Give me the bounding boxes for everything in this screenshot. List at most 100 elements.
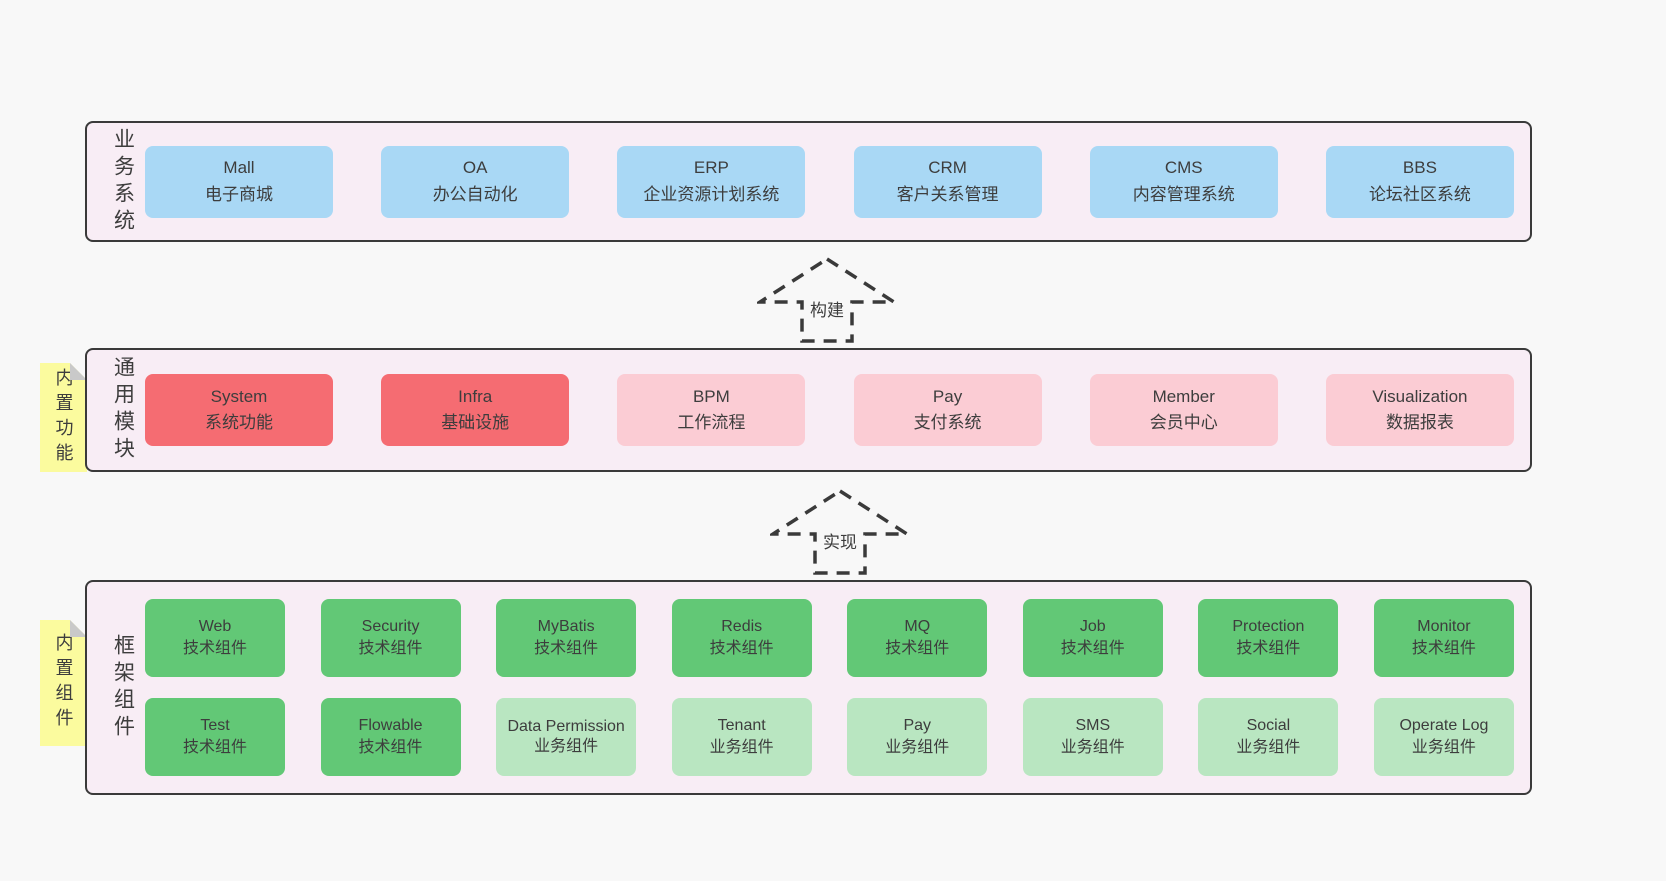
business-box-row: Mall 电子商城 OA 办公自动化 ERP 企业资源计划系统 CRM 客户关系… bbox=[145, 145, 1514, 218]
sticky-label: 内置组件 bbox=[53, 633, 74, 733]
box-name: System bbox=[210, 386, 268, 406]
common-box-pay: Pay 支付系统 bbox=[853, 374, 1042, 446]
framework-box-job: Job 技术组件 bbox=[1022, 599, 1163, 677]
box-desc: 办公自动化 bbox=[432, 184, 518, 204]
box-name: MQ bbox=[904, 617, 931, 635]
framework-box-security: Security 技术组件 bbox=[320, 599, 461, 677]
box-desc: 技术组件 bbox=[182, 739, 247, 756]
box-desc: 技术组件 bbox=[182, 640, 247, 657]
business-panel-label: 业务系统 bbox=[111, 127, 135, 236]
box-name: Test bbox=[200, 716, 230, 734]
box-name: Social bbox=[1246, 716, 1291, 734]
common-modules-panel: 通用模块 System 系统功能 Infra 基础设施 BPM 工作流程 Pay… bbox=[85, 348, 1532, 472]
business-box-cms: CMS 内容管理系统 bbox=[1089, 145, 1278, 218]
common-box-row: System 系统功能 Infra 基础设施 BPM 工作流程 Pay 支付系统… bbox=[145, 374, 1514, 446]
sticky-label: 内置功能 bbox=[53, 367, 74, 468]
box-desc: 论坛社区系统 bbox=[1368, 184, 1471, 204]
framework-box-redis: Redis 技术组件 bbox=[671, 599, 812, 677]
framework-box-data-permission: Data Permission 业务组件 bbox=[496, 698, 637, 776]
box-name: Mall bbox=[223, 158, 255, 178]
implement-arrow-icon: 实现 bbox=[770, 488, 910, 576]
box-name: Data Permission bbox=[507, 718, 625, 735]
box-name: OA bbox=[462, 158, 488, 178]
framework-box-row-2: Test 技术组件 Flowable 技术组件 Data Permission … bbox=[145, 698, 1514, 776]
framework-rows: Web 技术组件 Security 技术组件 MyBatis 技术组件 Redi… bbox=[145, 599, 1514, 776]
box-name: CRM bbox=[928, 158, 967, 178]
framework-box-flowable: Flowable 技术组件 bbox=[320, 698, 461, 776]
box-name: BBS bbox=[1402, 158, 1437, 178]
builtin-components-sticky: 内置组件 bbox=[40, 620, 87, 746]
common-box-visualization: Visualization 数据报表 bbox=[1325, 374, 1514, 446]
box-name: Security bbox=[361, 617, 420, 635]
common-box-infra: Infra 基础设施 bbox=[381, 374, 570, 446]
box-name: SMS bbox=[1075, 716, 1111, 734]
framework-box-social: Social 业务组件 bbox=[1198, 698, 1339, 776]
box-desc: 数据报表 bbox=[1385, 413, 1454, 432]
business-box-crm: CRM 客户关系管理 bbox=[853, 145, 1042, 218]
framework-components-panel: 框架组件 Web 技术组件 Security 技术组件 MyBatis 技术组件… bbox=[85, 580, 1532, 795]
box-desc: 支付系统 bbox=[913, 413, 982, 432]
common-box-bpm: BPM 工作流程 bbox=[617, 374, 806, 446]
box-desc: 电子商城 bbox=[205, 184, 273, 204]
implement-arrow-label: 实现 bbox=[819, 526, 861, 555]
box-name: Pay bbox=[903, 716, 932, 734]
framework-box-monitor: Monitor 技术组件 bbox=[1373, 599, 1514, 677]
box-name: Operate Log bbox=[1399, 716, 1489, 734]
framework-box-mq: MQ 技术组件 bbox=[847, 599, 988, 677]
framework-box-test: Test 技术组件 bbox=[145, 698, 285, 776]
box-desc: 业务组件 bbox=[1236, 739, 1301, 756]
box-desc: 技术组件 bbox=[885, 640, 950, 657]
box-desc: 会员中心 bbox=[1149, 413, 1218, 432]
framework-box-pay: Pay 业务组件 bbox=[847, 698, 988, 776]
box-name: Pay bbox=[932, 386, 963, 406]
business-box-erp: ERP 企业资源计划系统 bbox=[617, 145, 806, 218]
box-desc: 基础设施 bbox=[441, 413, 510, 432]
box-name: Flowable bbox=[358, 716, 423, 734]
box-desc: 业务组件 bbox=[1411, 739, 1476, 756]
box-name: Member bbox=[1152, 386, 1215, 406]
box-desc: 工作流程 bbox=[677, 413, 746, 432]
framework-box-sms: SMS 业务组件 bbox=[1022, 698, 1163, 776]
framework-box-tenant: Tenant 业务组件 bbox=[671, 698, 812, 776]
box-desc: 技术组件 bbox=[1236, 640, 1301, 657]
box-name: Redis bbox=[721, 617, 763, 635]
box-desc: 技术组件 bbox=[534, 640, 599, 657]
box-name: Protection bbox=[1232, 617, 1305, 635]
box-desc: 技术组件 bbox=[709, 640, 774, 657]
box-name: Job bbox=[1079, 617, 1106, 635]
box-name: Visualization bbox=[1372, 386, 1468, 406]
box-desc: 客户关系管理 bbox=[896, 184, 999, 204]
box-name: Infra bbox=[458, 386, 493, 406]
framework-box-row-1: Web 技术组件 Security 技术组件 MyBatis 技术组件 Redi… bbox=[145, 599, 1514, 677]
box-desc: 技术组件 bbox=[1411, 640, 1476, 657]
box-desc: 业务组件 bbox=[709, 739, 774, 756]
common-box-system: System 系统功能 bbox=[145, 374, 333, 446]
build-arrow-icon: 构建 bbox=[757, 256, 897, 344]
box-name: CMS bbox=[1164, 158, 1203, 178]
box-desc: 企业资源计划系统 bbox=[643, 184, 780, 204]
box-desc: 业务组件 bbox=[534, 738, 599, 755]
box-name: Tenant bbox=[717, 716, 766, 734]
framework-box-protection: Protection 技术组件 bbox=[1198, 599, 1339, 677]
builtin-functions-sticky: 内置功能 bbox=[40, 363, 87, 472]
common-panel-label: 通用模块 bbox=[111, 356, 135, 464]
business-box-mall: Mall 电子商城 bbox=[145, 145, 333, 218]
business-box-oa: OA 办公自动化 bbox=[381, 145, 570, 218]
box-desc: 技术组件 bbox=[358, 739, 423, 756]
business-box-bbs: BBS 论坛社区系统 bbox=[1325, 145, 1514, 218]
box-name: BPM bbox=[692, 386, 730, 406]
business-systems-panel: 业务系统 Mall 电子商城 OA 办公自动化 ERP 企业资源计划系统 CRM… bbox=[85, 121, 1532, 242]
box-desc: 业务组件 bbox=[885, 739, 950, 756]
box-desc: 系统功能 bbox=[205, 413, 273, 432]
box-name: MyBatis bbox=[537, 617, 595, 635]
framework-box-web: Web 技术组件 bbox=[145, 599, 285, 677]
framework-box-operate-log: Operate Log 业务组件 bbox=[1373, 698, 1514, 776]
box-name: Monitor bbox=[1417, 617, 1471, 635]
build-arrow-label: 构建 bbox=[806, 294, 848, 323]
box-desc: 内容管理系统 bbox=[1132, 184, 1235, 204]
common-box-member: Member 会员中心 bbox=[1089, 374, 1278, 446]
framework-panel-label: 框架组件 bbox=[111, 633, 135, 742]
box-name: ERP bbox=[693, 158, 729, 178]
box-desc: 技术组件 bbox=[358, 640, 423, 657]
